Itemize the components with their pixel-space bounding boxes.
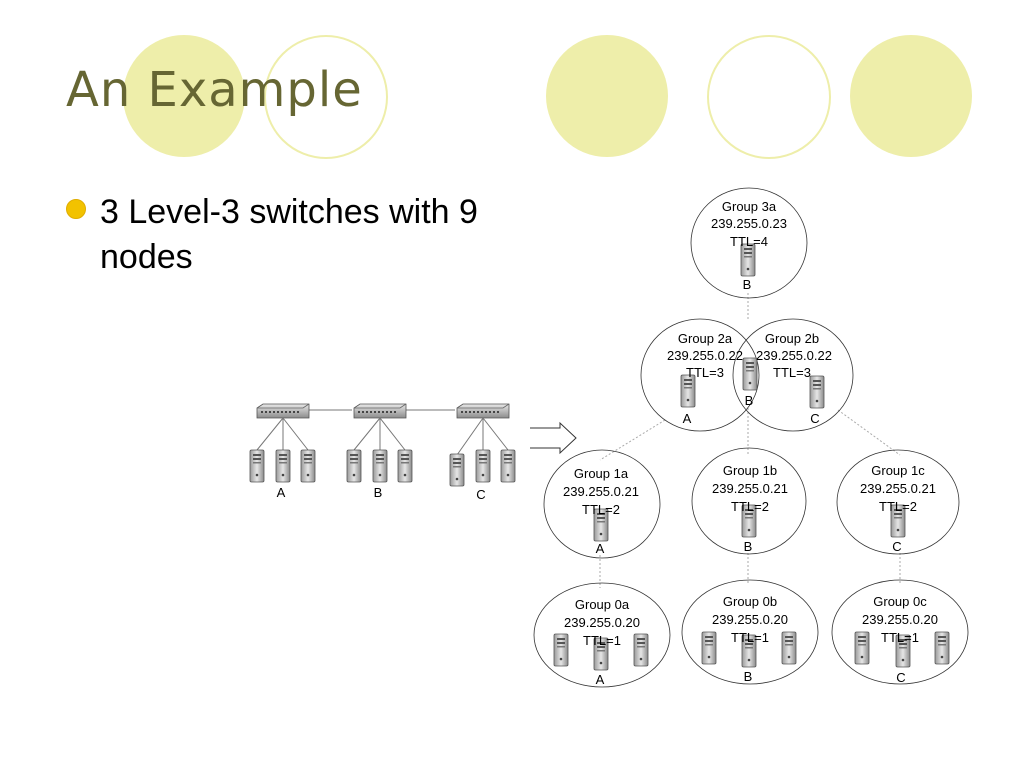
bullet-icon: [66, 199, 86, 219]
group-1a-ellipse: [543, 449, 661, 559]
bullet-item: 3 Level-3 switches with 9 nodes: [66, 190, 546, 280]
server-icon: [934, 631, 950, 665]
server-icon: [500, 449, 516, 483]
group-0a-ellipse: [533, 582, 671, 688]
network-label-a: A: [277, 485, 286, 500]
server-icon: [701, 631, 717, 665]
group-node-label: C: [896, 670, 905, 685]
group-1b-ellipse: [691, 447, 807, 555]
group-address: 239.255.0.21: [712, 481, 788, 496]
switch-icon: [353, 403, 407, 419]
group-2a-ellipse: [640, 318, 760, 432]
decorative-circle: [546, 35, 668, 157]
group-address: 239.255.0.22: [667, 348, 743, 363]
group-node-label: B: [744, 669, 753, 684]
server-icon: [781, 631, 797, 665]
group-ttl: TTL=1: [583, 633, 621, 648]
group-address: 239.255.0.22: [756, 348, 832, 363]
group-node-label: A: [683, 411, 692, 426]
server-icon: [249, 449, 265, 483]
group-2b-ellipse: [732, 318, 854, 432]
server-icon: [346, 449, 362, 483]
server-icon: [275, 449, 291, 483]
group-1c-ellipse: [836, 449, 960, 555]
server-icon: [633, 633, 649, 667]
group-name: Group 0a: [575, 597, 630, 612]
group-connectors: [599, 293, 901, 588]
network-label-b: B: [374, 485, 383, 500]
group-address: 239.255.0.20: [564, 615, 640, 630]
server-icon: [809, 375, 825, 409]
group-ttl: TTL=2: [731, 499, 769, 514]
group-address: 239.255.0.20: [862, 612, 938, 627]
group-3a-ellipse: [690, 187, 808, 299]
decorative-circle: [850, 35, 972, 157]
server-icon: [372, 449, 388, 483]
slide-title: An Example: [66, 62, 363, 118]
group-node-label: C: [892, 539, 901, 554]
group-name: Group 2b: [765, 331, 819, 346]
switch-icon: [256, 403, 310, 419]
group-name: Group 0b: [723, 594, 777, 609]
network-label-c: C: [476, 487, 485, 502]
group-address: 239.255.0.21: [563, 484, 639, 499]
decorative-ring: [707, 35, 831, 159]
server-icon: [475, 449, 491, 483]
bullet-text: 3 Level-3 switches with 9 nodes: [100, 193, 478, 276]
group-name: Group 3a: [722, 199, 777, 214]
group-name: Group 2a: [678, 331, 733, 346]
server-icon: [397, 449, 413, 483]
decorative-circle: [123, 35, 245, 157]
group-node-label: A: [596, 672, 605, 687]
server-icon: [854, 631, 870, 665]
group-address: 239.255.0.23: [711, 216, 787, 231]
group-node-label: B: [744, 539, 753, 554]
switch-wires: [256, 417, 509, 456]
group-ttl: TTL=1: [881, 630, 919, 645]
group-name: Group 1a: [574, 466, 629, 481]
shared-node-label: B: [745, 393, 754, 408]
server-icon: [742, 357, 758, 391]
group-name: Group 1c: [871, 463, 925, 478]
server-icon: [300, 449, 316, 483]
group-address: 239.255.0.20: [712, 612, 788, 627]
decorative-ring: [264, 35, 388, 159]
group-ttl: TTL=3: [686, 365, 724, 380]
group-ttl: TTL=1: [731, 630, 769, 645]
server-icon: [449, 453, 465, 487]
group-node-label: C: [810, 411, 819, 426]
group-name: Group 0c: [873, 594, 927, 609]
group-0c-ellipse: [831, 579, 969, 685]
group-address: 239.255.0.21: [860, 481, 936, 496]
group-0b-ellipse: [681, 579, 819, 685]
server-icon: [553, 633, 569, 667]
group-ttl: TTL=4: [730, 234, 768, 249]
group-node-label: A: [596, 541, 605, 556]
group-ttl: TTL=2: [879, 499, 917, 514]
switch-icon: [456, 403, 510, 419]
group-name: Group 1b: [723, 463, 777, 478]
arrow-icon: [530, 421, 577, 455]
group-node-label: B: [743, 277, 752, 292]
group-ttl: TTL=2: [582, 502, 620, 517]
group-ttl: TTL=3: [773, 365, 811, 380]
